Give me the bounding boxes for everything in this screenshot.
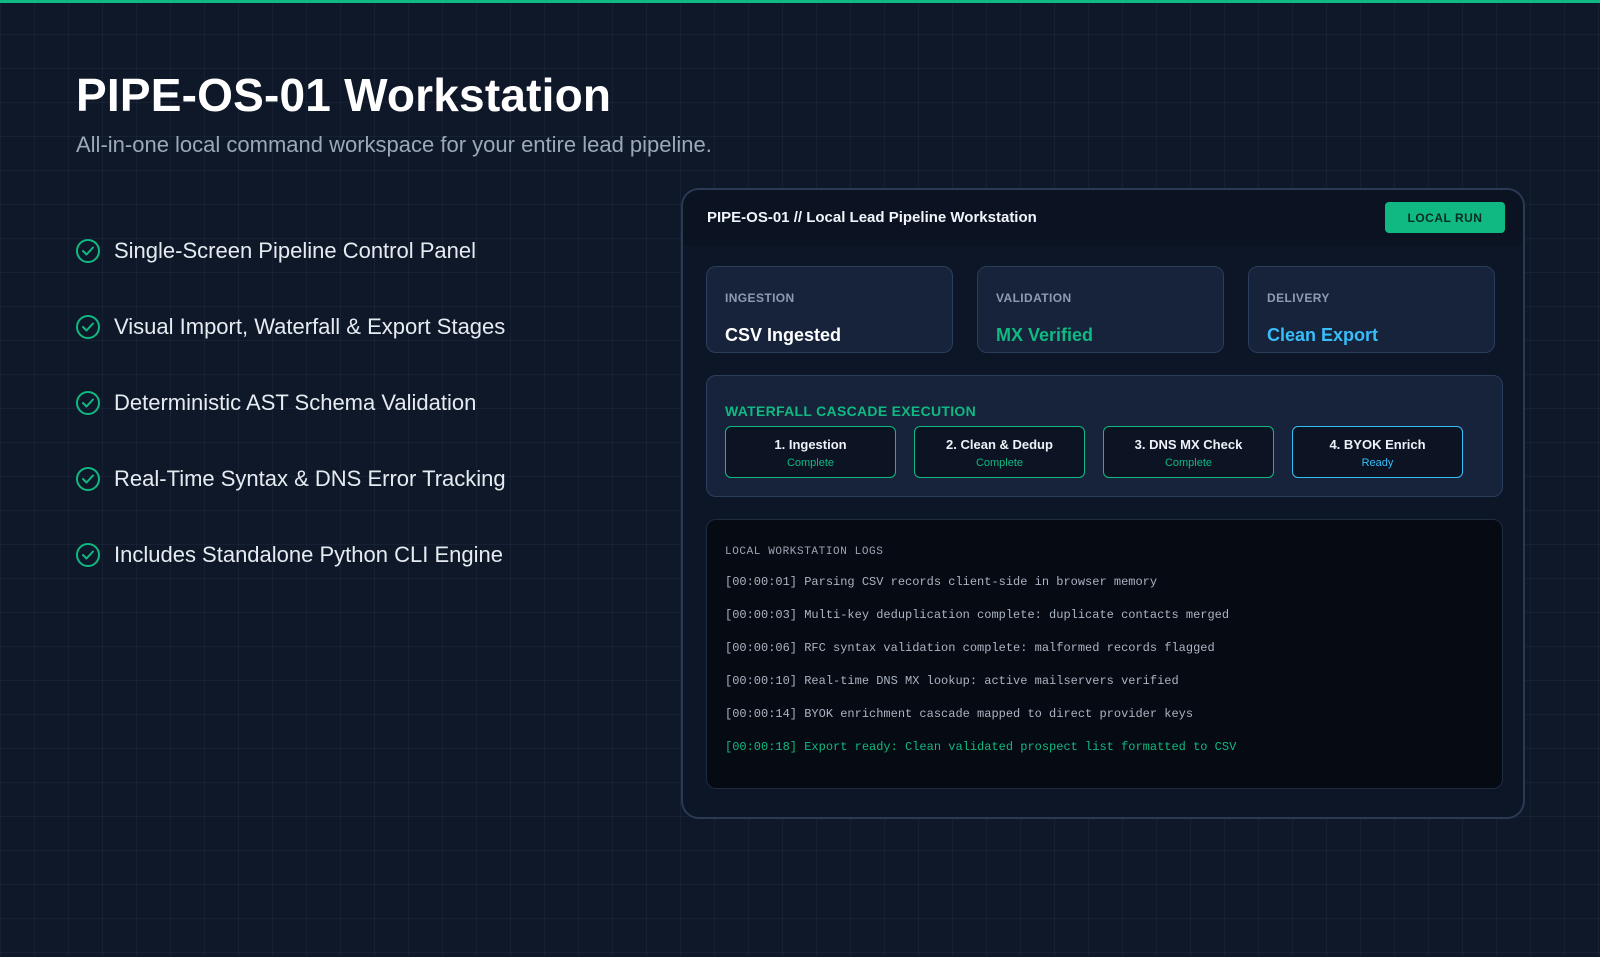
check-circle-icon (76, 467, 100, 491)
waterfall-cascade-section: WATERFALL CASCADE EXECUTION 1. Ingestion… (706, 375, 1503, 497)
page-title: PIPE-OS-01 Workstation (76, 69, 612, 121)
feature-label: Deterministic AST Schema Validation (114, 390, 477, 415)
stat-card-ingestion: INGESTION CSV Ingested (706, 266, 953, 353)
log-line-success: [00:00:18] Export ready: Clean validated… (725, 740, 1237, 754)
waterfall-label: WATERFALL CASCADE EXECUTION (725, 403, 977, 419)
check-circle-icon (76, 315, 100, 339)
feature-label: Real-Time Syntax & DNS Error Tracking (114, 466, 506, 491)
step-name: 1. Ingestion (774, 437, 847, 452)
stat-value: Clean Export (1267, 325, 1379, 345)
workstation-panel: PIPE-OS-01 // Local Lead Pipeline Workst… (681, 188, 1525, 819)
top-accent-bar (0, 0, 1600, 3)
step-name: 2. Clean & Dedup (946, 437, 1053, 452)
page-subtitle: All-in-one local command workspace for y… (76, 132, 712, 157)
feature-item: Visual Import, Waterfall & Export Stages (76, 312, 506, 342)
workstation-logs: LOCAL WORKSTATION LOGS [00:00:01] Parsin… (706, 519, 1503, 789)
feature-label: Visual Import, Waterfall & Export Stages (114, 314, 506, 339)
step-status: Ready (1361, 457, 1394, 469)
stat-label: VALIDATION (996, 291, 1072, 305)
log-line: [00:00:06] RFC syntax validation complet… (725, 641, 1215, 655)
stat-card-delivery: DELIVERY Clean Export (1248, 266, 1495, 353)
local-run-button[interactable]: LOCAL RUN (1385, 202, 1505, 233)
log-line: [00:00:10] Real-time DNS MX lookup: acti… (725, 674, 1179, 688)
feature-item: Single-Screen Pipeline Control Panel (76, 236, 506, 266)
panel-title: PIPE-OS-01 // Local Lead Pipeline Workst… (707, 209, 1037, 226)
step-dns-mx-check[interactable]: 3. DNS MX Check Complete (1103, 426, 1274, 478)
feature-item: Real-Time Syntax & DNS Error Tracking (76, 464, 506, 494)
step-status: Complete (1164, 457, 1213, 469)
step-ingestion[interactable]: 1. Ingestion Complete (725, 426, 896, 478)
stat-value: CSV Ingested (725, 325, 842, 345)
step-name: 4. BYOK Enrich (1329, 437, 1426, 452)
feature-item: Includes Standalone Python CLI Engine (76, 540, 506, 570)
step-status: Complete (786, 457, 835, 469)
stat-label: DELIVERY (1267, 291, 1330, 305)
stat-label: INGESTION (725, 291, 795, 305)
feature-label: Includes Standalone Python CLI Engine (114, 542, 503, 567)
stat-value: MX Verified (996, 325, 1094, 345)
check-circle-icon (76, 391, 100, 415)
feature-list: Single-Screen Pipeline Control Panel Vis… (76, 236, 506, 616)
log-line: [00:00:03] Multi-key deduplication compl… (725, 608, 1230, 622)
feature-item: Deterministic AST Schema Validation (76, 388, 506, 418)
check-circle-icon (76, 239, 100, 263)
log-line: [00:00:14] BYOK enrichment cascade mappe… (725, 707, 1194, 721)
log-line: [00:00:01] Parsing CSV records client-si… (725, 575, 1158, 589)
check-circle-icon (76, 543, 100, 567)
panel-header: PIPE-OS-01 // Local Lead Pipeline Workst… (683, 190, 1523, 246)
stat-card-validation: VALIDATION MX Verified (977, 266, 1224, 353)
logs-label: LOCAL WORKSTATION LOGS (725, 546, 884, 558)
step-byok-enrich[interactable]: 4. BYOK Enrich Ready (1292, 426, 1463, 478)
step-status: Complete (975, 457, 1024, 469)
step-name: 3. DNS MX Check (1134, 437, 1243, 452)
feature-label: Single-Screen Pipeline Control Panel (114, 238, 476, 263)
step-clean-dedup[interactable]: 2. Clean & Dedup Complete (914, 426, 1085, 478)
